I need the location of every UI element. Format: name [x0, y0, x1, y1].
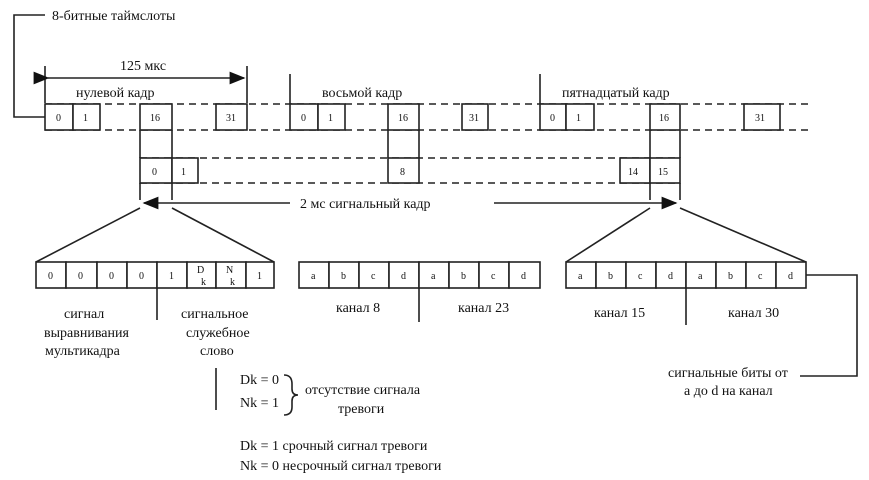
no-alarm-line2: тревоги: [338, 402, 385, 417]
svg-text:16: 16: [398, 113, 408, 124]
svg-text:0: 0: [78, 271, 83, 282]
svg-text:b: b: [341, 271, 346, 282]
svg-text:16: 16: [659, 113, 669, 124]
nk0-text: Nk = 0 несрочный сигнал тревоги: [240, 459, 442, 474]
frame15-slots: 0 1 16 31: [539, 103, 781, 131]
frame8-slots: 0 1 16 31: [289, 103, 489, 131]
frame0-bits: 0 0 0 0 1 Dk Nk 1: [35, 261, 275, 289]
svg-text:0: 0: [301, 113, 306, 124]
svg-text:сигнальное: сигнальное: [181, 307, 249, 322]
svg-text:1: 1: [257, 271, 262, 282]
dk1-text: Dk = 1 срочный сигнал тревоги: [240, 439, 428, 454]
svg-text:k: k: [230, 277, 235, 288]
align-signal-text: сигнал выравнивания мультикадра: [44, 307, 129, 359]
sigframe-slots: 0 1 8 14 15: [139, 157, 681, 184]
svg-text:31: 31: [226, 113, 236, 124]
svg-text:N: N: [226, 265, 233, 276]
timeslots-label: 8-битные таймслоты: [52, 9, 176, 24]
svg-text:31: 31: [755, 113, 765, 124]
sigbits-pointer: [800, 274, 858, 377]
svg-text:мультикадра: мультикадра: [45, 344, 121, 359]
frame8-bits: a b c d a b c d: [298, 261, 541, 289]
sigframe-label: 2 мс сигнальный кадр: [300, 197, 431, 212]
svg-text:d: d: [401, 271, 406, 282]
svg-text:1: 1: [576, 113, 581, 124]
svg-text:c: c: [491, 271, 496, 282]
dk0-text: Dk = 0: [240, 373, 279, 388]
frame15-bits: a b c d a b c d: [565, 261, 807, 289]
channel-8-label: канал 8: [336, 301, 380, 316]
channel-15-label: канал 15: [594, 306, 645, 321]
svg-text:16: 16: [150, 113, 160, 124]
frame0-label: нулевой кадр: [76, 86, 155, 101]
svg-text:d: d: [788, 271, 793, 282]
svg-text:служебное: служебное: [186, 326, 250, 341]
channel-30-label: канал 30: [728, 306, 779, 321]
frame8-label: восьмой кадр: [322, 86, 402, 101]
svg-text:1: 1: [328, 113, 333, 124]
svg-text:c: c: [371, 271, 376, 282]
svg-text:31: 31: [469, 113, 479, 124]
svg-text:0: 0: [56, 113, 61, 124]
svg-text:d: d: [668, 271, 673, 282]
frame15-label: пятнадцатый кадр: [562, 86, 670, 101]
svg-text:c: c: [758, 271, 763, 282]
fan15-right: [679, 207, 807, 263]
fan0-right: [171, 207, 275, 263]
svg-text:b: b: [608, 271, 613, 282]
svg-text:k: k: [201, 277, 206, 288]
svg-text:c: c: [638, 271, 643, 282]
svg-text:0: 0: [152, 167, 157, 178]
service-word-text: сигнальное служебное слово: [181, 307, 250, 359]
svg-text:сигнал: сигнал: [64, 307, 104, 322]
span-125us-label: 125 мкс: [120, 59, 166, 74]
svg-text:a: a: [698, 271, 703, 282]
svg-text:0: 0: [550, 113, 555, 124]
svg-text:а до d на канал: а до d на канал: [684, 384, 773, 399]
svg-text:15: 15: [658, 167, 668, 178]
nk1-text: Nk = 1: [240, 396, 279, 411]
svg-text:выравнивания: выравнивания: [44, 326, 129, 341]
svg-text:8: 8: [400, 167, 405, 178]
svg-text:D: D: [197, 265, 204, 276]
frame0-slots: 0 1 16 31: [44, 103, 248, 131]
svg-text:b: b: [461, 271, 466, 282]
signal-bits-text: сигнальные биты от а до d на канал: [668, 366, 788, 399]
svg-text:сигнальные биты от: сигнальные биты от: [668, 366, 788, 381]
svg-text:d: d: [521, 271, 526, 282]
svg-text:1: 1: [169, 271, 174, 282]
svg-text:a: a: [311, 271, 316, 282]
timeslots-pointer: [13, 14, 45, 118]
channel-23-label: канал 23: [458, 301, 509, 316]
svg-text:слово: слово: [200, 344, 234, 359]
svg-text:a: a: [431, 271, 436, 282]
svg-text:14: 14: [628, 167, 638, 178]
svg-text:0: 0: [139, 271, 144, 282]
svg-text:1: 1: [181, 167, 186, 178]
svg-text:1: 1: [83, 113, 88, 124]
svg-text:0: 0: [48, 271, 53, 282]
fan0-left: [35, 207, 141, 263]
no-alarm-line1: отсутствие сигнала: [305, 383, 421, 398]
curly-brace: [283, 374, 299, 416]
svg-text:b: b: [728, 271, 733, 282]
svg-text:a: a: [578, 271, 583, 282]
fan15-left: [565, 207, 651, 263]
svg-text:0: 0: [109, 271, 114, 282]
